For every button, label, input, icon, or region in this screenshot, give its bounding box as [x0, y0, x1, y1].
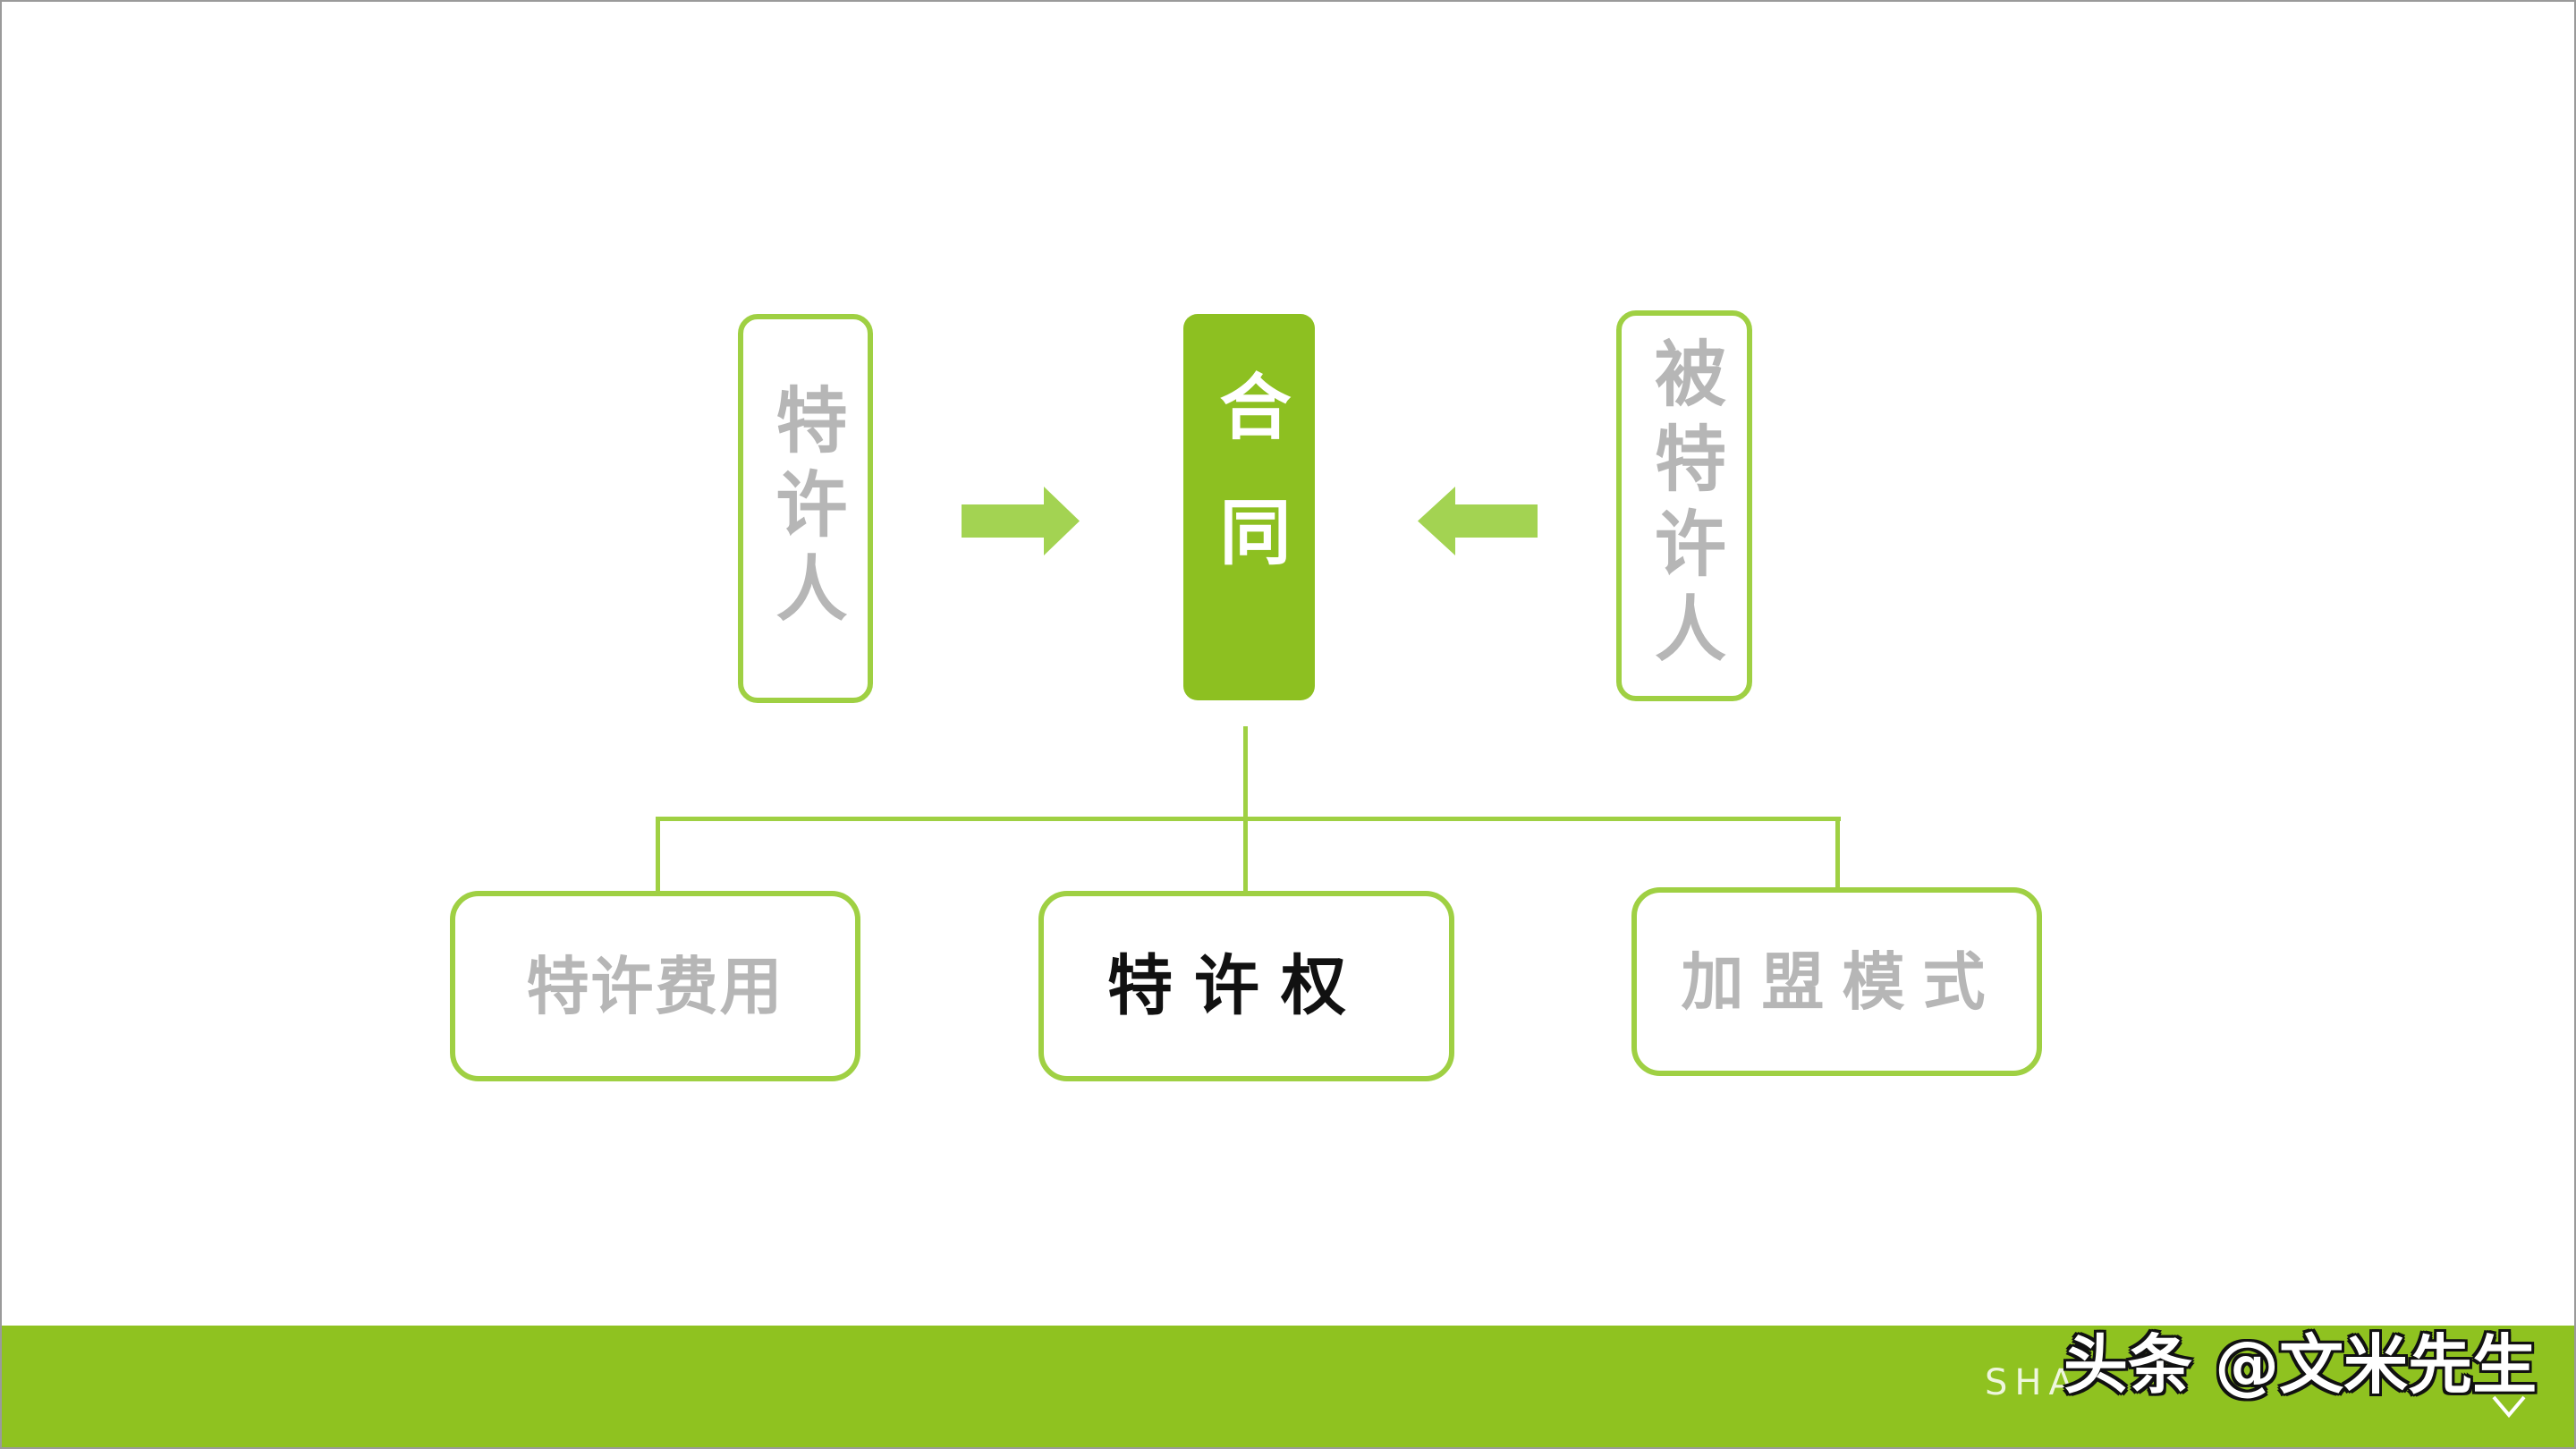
footer-text: SHA	[1985, 1362, 2080, 1403]
arrow-right-icon	[962, 487, 1080, 555]
arrow-left-icon	[1418, 487, 1538, 555]
watermark: 头条 @文米先生	[2063, 1327, 2538, 1402]
connector-right-drop	[1835, 817, 1840, 888]
franchise-fee-label: 特许费用	[526, 949, 784, 1023]
contract-box: 合同	[1183, 314, 1315, 700]
franchise-right-label: 特许权	[1107, 948, 1368, 1024]
connector-horizontal	[656, 817, 1841, 821]
contract-label: 合同	[1208, 369, 1292, 620]
franchise-right-box: 特许权	[1038, 891, 1454, 1081]
arrow-right-shape	[962, 487, 1080, 555]
arrow-left-shape	[1418, 487, 1538, 555]
franchisee-label: 被特许人	[1643, 335, 1726, 676]
franchisor-label: 特许人	[764, 382, 848, 635]
connector-left-drop	[656, 817, 660, 891]
franchisor-box: 特许人	[738, 314, 873, 703]
franchise-model-label: 加盟模式	[1681, 945, 2004, 1019]
franchise-model-box: 加盟模式	[1631, 887, 2042, 1076]
franchisee-box: 被特许人	[1616, 310, 1752, 701]
connector-center-vertical	[1243, 726, 1248, 891]
chevron-down-icon	[2492, 1395, 2526, 1419]
footer-band	[2, 1326, 2574, 1447]
franchise-fee-box: 特许费用	[450, 891, 860, 1081]
